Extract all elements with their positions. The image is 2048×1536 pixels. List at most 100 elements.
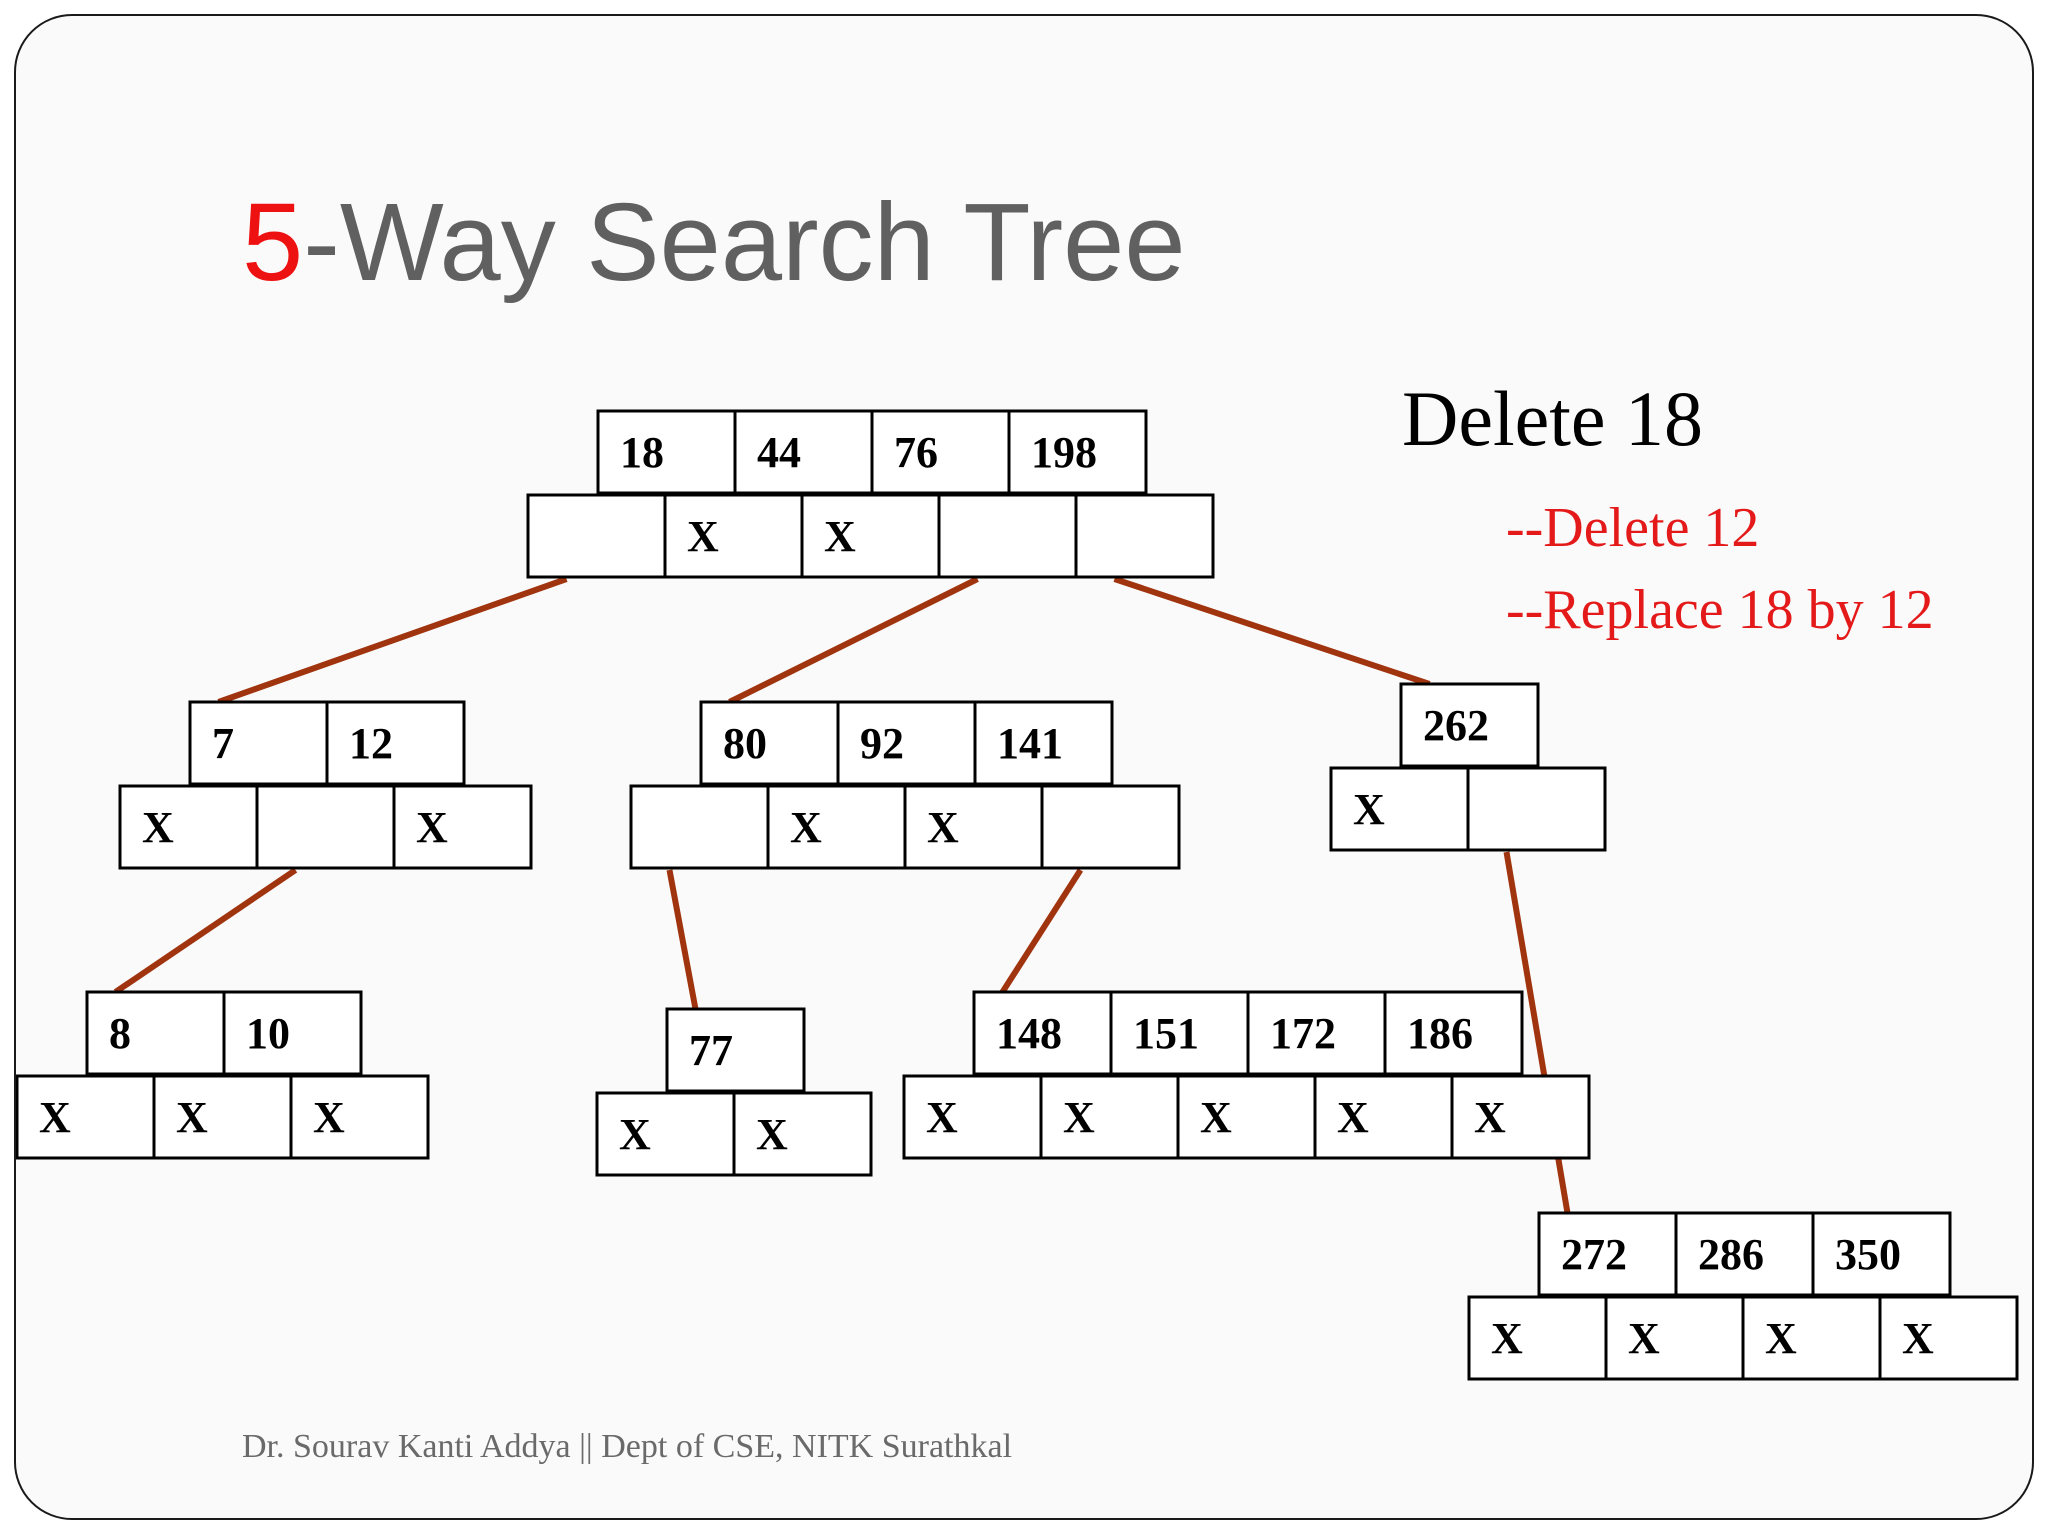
null-pointer-mark: X: [927, 803, 959, 852]
title-text: -Way Search Tree: [303, 181, 1186, 304]
null-pointer-mark: X: [1353, 785, 1385, 834]
pointer-cell: [1450, 1074, 1591, 1160]
null-pointer-mark: X: [1491, 1314, 1523, 1363]
key-cell: [699, 700, 840, 786]
pointer-cell: [1466, 766, 1607, 852]
key-value: 262: [1423, 701, 1489, 750]
key-cell: [85, 990, 226, 1076]
key-value: 12: [349, 719, 393, 768]
pointer-cell: [16, 1074, 156, 1160]
title-number: 5: [242, 181, 304, 304]
key-value: 272: [1561, 1230, 1627, 1279]
tree-edge: [728, 576, 979, 705]
slide-title: 5-Way Search Tree: [242, 188, 1186, 298]
key-cell: [870, 409, 1011, 495]
pointer-cell: [663, 493, 804, 579]
pointer-cell: [255, 784, 396, 870]
pointer-cell: [526, 493, 667, 579]
key-cell: [1246, 990, 1387, 1076]
key-cell: [1399, 682, 1540, 768]
key-value: 151: [1133, 1009, 1199, 1058]
pointer-cell: [392, 784, 533, 870]
key-value: 148: [996, 1009, 1062, 1058]
pointer-cell: [1040, 784, 1181, 870]
key-value: 77: [689, 1026, 733, 1075]
null-pointer-mark: X: [313, 1093, 345, 1142]
footer-credit: Dr. Sourav Kanti Addya || Dept of CSE, N…: [242, 1428, 1013, 1465]
pointer-cell: [800, 493, 941, 579]
pointer-cell: [289, 1074, 430, 1160]
key-cell: [972, 990, 1113, 1076]
pointer-cell: [595, 1091, 736, 1177]
key-value: 44: [757, 428, 801, 477]
null-pointer-mark: X: [926, 1093, 958, 1142]
null-pointer-mark: X: [756, 1110, 788, 1159]
operation-title: Delete 18: [1402, 375, 1704, 462]
key-cell: [836, 700, 977, 786]
pointer-cell: [1074, 493, 1215, 579]
pointer-cell: [1741, 1295, 1882, 1381]
tree-edge: [1113, 576, 1431, 687]
pointer-cell: [118, 784, 259, 870]
pointer-cell: [1329, 766, 1470, 852]
key-value: 198: [1031, 428, 1097, 477]
pointer-cell: [152, 1074, 293, 1160]
key-value: 7: [212, 719, 234, 768]
step-delete-12: --Delete 12: [1506, 497, 1760, 559]
slide: 5-Way Search Tree Delete 18 --Delete 12 …: [14, 14, 2034, 1520]
null-pointer-mark: X: [142, 803, 174, 852]
tree-node-n-77: 77X X: [595, 1007, 873, 1177]
pointer-cell: [732, 1091, 873, 1177]
key-cell: [1383, 990, 1524, 1076]
key-cell: [665, 1007, 806, 1093]
key-value: 8: [109, 1009, 131, 1058]
key-value: 92: [860, 719, 904, 768]
key-value: 76: [894, 428, 938, 477]
tree-edge: [666, 869, 699, 1010]
key-value: 141: [997, 719, 1063, 768]
key-cell: [1811, 1211, 1952, 1297]
key-value: 80: [723, 719, 767, 768]
null-pointer-mark: X: [416, 803, 448, 852]
key-value: 10: [246, 1009, 290, 1058]
null-pointer-mark: X: [1765, 1314, 1797, 1363]
tree-edge: [999, 868, 1084, 994]
tree-edge: [217, 576, 568, 705]
null-pointer-mark: X: [1628, 1314, 1660, 1363]
key-value: 350: [1835, 1230, 1901, 1279]
key-cell: [325, 700, 466, 786]
null-pointer-mark: X: [176, 1093, 208, 1142]
pointer-cell: [902, 1074, 1043, 1160]
null-pointer-mark: X: [1063, 1093, 1095, 1142]
key-cell: [1537, 1211, 1678, 1297]
pointer-cell: [1313, 1074, 1454, 1160]
key-cell: [188, 700, 329, 786]
null-pointer-mark: X: [619, 1110, 651, 1159]
key-cell: [596, 409, 737, 495]
key-cell: [973, 700, 1114, 786]
null-pointer-mark: X: [790, 803, 822, 852]
pointer-cell: [1878, 1295, 2019, 1381]
key-cell: [222, 990, 363, 1076]
key-cell: [1007, 409, 1148, 495]
null-pointer-mark: X: [1474, 1093, 1506, 1142]
pointer-cell: [1039, 1074, 1180, 1160]
key-value: 172: [1270, 1009, 1336, 1058]
tree-node-n-7-12: 7 12X X: [118, 700, 533, 870]
pointer-cell: [629, 784, 770, 870]
pointer-cell: [1176, 1074, 1317, 1160]
pointer-cell: [937, 493, 1078, 579]
key-value: 18: [620, 428, 664, 477]
null-pointer-mark: X: [1337, 1093, 1369, 1142]
null-pointer-mark: X: [1902, 1314, 1934, 1363]
pointer-cell: [1467, 1295, 1608, 1381]
null-pointer-mark: X: [824, 512, 856, 561]
